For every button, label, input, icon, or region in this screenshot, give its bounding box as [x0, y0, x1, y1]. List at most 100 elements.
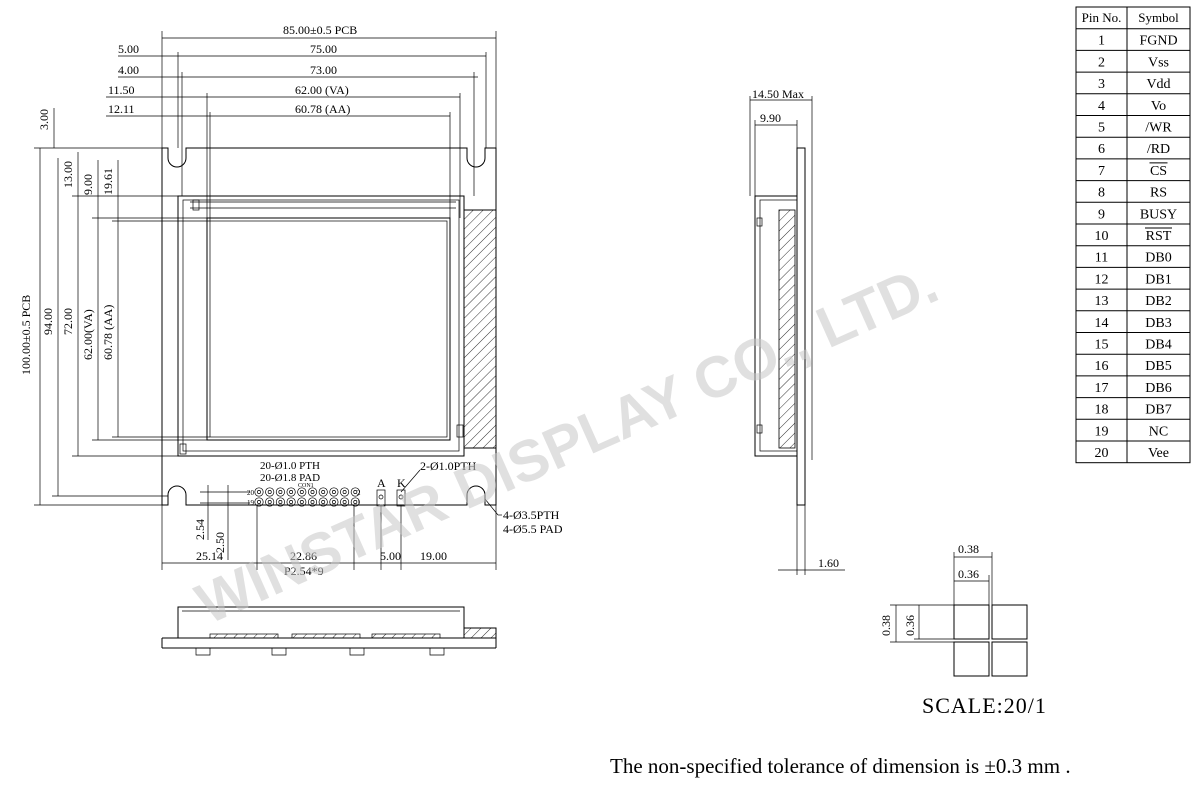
- pin-hole: [289, 490, 294, 494]
- left-dimensions: 100.00±0.5 PCB 94.00 72.00 62.00(VA) 60.…: [19, 108, 210, 506]
- pin-pad: [265, 487, 275, 497]
- pin-pad: [307, 487, 318, 497]
- pin-pad: [318, 497, 328, 507]
- pin-symbol: DB4: [1145, 338, 1171, 353]
- pin-number: 20: [1095, 446, 1109, 461]
- pin-hole: [257, 500, 261, 504]
- pin-pad: [318, 487, 328, 497]
- pin-symbol: /RD: [1147, 142, 1170, 157]
- pin-pad: [329, 497, 339, 507]
- side-dim-9-90: 9.90: [760, 111, 781, 125]
- pin-number: 2: [1098, 55, 1105, 70]
- pin-symbol: RS: [1150, 186, 1167, 201]
- backlight-cathode-label: K: [397, 476, 406, 490]
- active-area: [209, 220, 448, 438]
- pin-header: 20 19 2 1 CON1: [247, 483, 361, 507]
- pin-number: 17: [1095, 381, 1109, 396]
- pin-number: 10: [1095, 229, 1109, 244]
- pin-pad: [350, 497, 360, 507]
- pin-hole: [289, 500, 294, 504]
- pin-number: 19: [1095, 424, 1109, 439]
- watermark: WINSTAR DISPLAY CO., LTD.: [187, 251, 947, 637]
- pin-hole: [299, 490, 304, 494]
- pin-pad: [275, 497, 285, 507]
- pin-1-label: 1: [357, 499, 361, 507]
- pin-hole: [310, 490, 315, 494]
- pin-2-label: 2: [357, 489, 361, 497]
- pin-number: 11: [1095, 251, 1108, 266]
- dim-top-3: 3.00: [37, 109, 51, 130]
- pin-pth-label: 20-Ø1.0 PTH: [260, 460, 320, 472]
- pin-pad: [329, 487, 339, 497]
- mount-pad-label: 4-Ø5.5 PAD: [503, 522, 563, 536]
- dim-top-19-61: 19.61: [101, 168, 115, 195]
- scale-label: SCALE:20/1: [922, 693, 1047, 718]
- pin-symbol: Vee: [1148, 446, 1169, 461]
- dim-pitch: P2.54*9: [284, 564, 324, 578]
- pin-hole: [353, 500, 358, 504]
- con-label: CON1: [298, 483, 314, 489]
- pin-hole: [299, 500, 304, 504]
- pin-hole: [342, 500, 347, 504]
- pin-symbol: DB5: [1145, 359, 1171, 374]
- dim-94: 94.00: [41, 308, 55, 335]
- pin-hole: [321, 500, 326, 504]
- pin-symbol: DB6: [1145, 381, 1171, 396]
- dim-va-width: 62.00 (VA): [295, 83, 349, 97]
- pin-hole: [257, 490, 261, 494]
- pin-number: 13: [1095, 294, 1109, 309]
- pin-pad: [297, 497, 307, 507]
- pixel-size-v: 0.36: [903, 615, 917, 636]
- pin-number: 12: [1095, 272, 1109, 287]
- pin-table-border: [1075, 6, 1191, 464]
- pin-hole: [321, 490, 326, 494]
- dim-2-54: 2.54: [193, 519, 207, 540]
- pixel-size-h: 0.36: [958, 567, 979, 581]
- pin-pad: [286, 487, 296, 497]
- pin-pad: [254, 497, 264, 507]
- viewing-area: [206, 217, 451, 441]
- pin-symbol: /WR: [1145, 121, 1172, 136]
- pin-hole: [342, 490, 347, 494]
- pin-symbol: BUSY: [1140, 207, 1177, 222]
- pin-number: 4: [1098, 99, 1105, 114]
- pin-hole: [331, 500, 336, 504]
- pin-number: 14: [1095, 316, 1109, 331]
- pin-hole: [310, 500, 315, 504]
- pin-number: 8: [1098, 186, 1105, 201]
- bottom-profile-view: [161, 606, 497, 656]
- dim-aa-width: 60.78 (AA): [295, 102, 350, 116]
- pixel-detail: 0.38 0.36 0.38 0.36 SCALE:20/1: [879, 542, 1047, 718]
- dim-75: 75.00: [310, 42, 337, 56]
- pin-number: 9: [1098, 207, 1105, 222]
- pin-number: 16: [1095, 359, 1109, 374]
- front-view: 20 19 2 1 CON1 20-Ø1.0 PTH 20-Ø1.8 PAD A…: [19, 23, 563, 578]
- dim-left-5: 5.00: [118, 42, 139, 56]
- pin-symbol: DB0: [1145, 251, 1171, 266]
- dim-pcb-width: 85.00±0.5 PCB: [283, 23, 357, 37]
- pin-symbol: DB2: [1145, 294, 1171, 309]
- pin-20-label: 20: [247, 489, 255, 497]
- pin-symbol: RST: [1146, 229, 1172, 244]
- pin-number: 7: [1098, 164, 1105, 179]
- pin-symbol: FGND: [1139, 34, 1177, 49]
- dim-22-86: 22.86: [290, 549, 317, 563]
- bezel-frame: [177, 195, 465, 457]
- hatched-region: [463, 209, 497, 449]
- pin-hole: [267, 500, 272, 504]
- bottom-dimensions: 25.14 22.86 P2.54*9 5.00 19.00 2.54 2.50: [161, 485, 497, 578]
- dim-73: 73.00: [310, 63, 337, 77]
- pin-number: 18: [1095, 403, 1109, 418]
- pin-pad: [340, 497, 350, 507]
- pin-pad: [254, 487, 264, 497]
- dim-pcb-height: 100.00±0.5 PCB: [19, 295, 33, 375]
- dim-va-height: 62.00(VA): [81, 309, 95, 360]
- top-dimensions: 85.00±0.5 PCB 75.00 5.00 73.00 4.00 62.0…: [106, 23, 497, 221]
- pixel-pitch-v: 0.38: [879, 615, 893, 636]
- dim-72: 72.00: [61, 308, 75, 335]
- pin-number: 6: [1098, 142, 1105, 157]
- pin-symbol: NC: [1149, 424, 1168, 439]
- dim-25-14: 25.14: [196, 549, 223, 563]
- pin-pad: [340, 487, 350, 497]
